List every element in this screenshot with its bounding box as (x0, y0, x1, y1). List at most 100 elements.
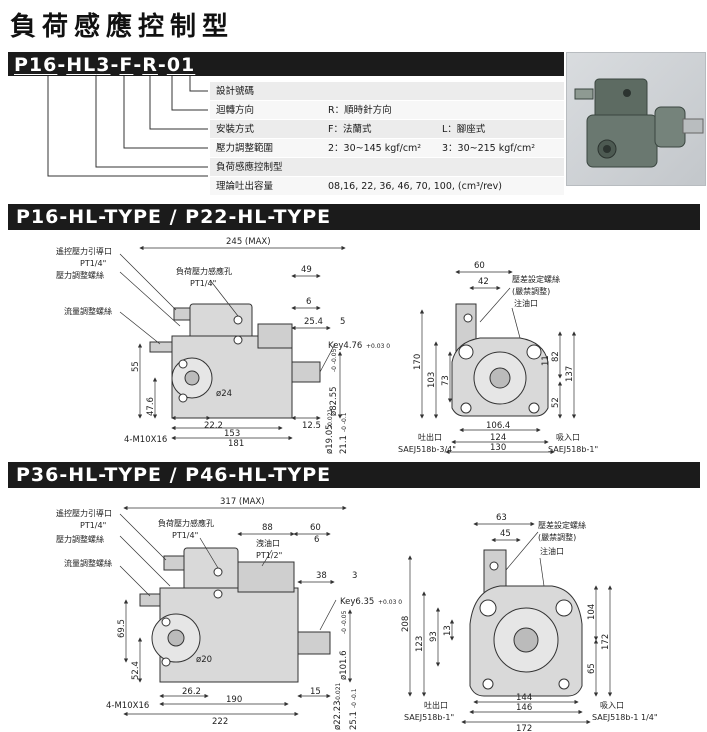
dim-63: 63 (496, 513, 507, 523)
label-bolts-2: 4-M10X16 (106, 701, 149, 711)
label-outlet-2: 吐出口 (424, 700, 448, 710)
label-load-port-size-2: PT1/4" (172, 531, 198, 540)
front-view-2 (469, 549, 583, 697)
pump-photo (566, 52, 706, 186)
dim-6: 6 (306, 297, 311, 307)
dim-21-1-tol: -0 -0.1 (341, 412, 348, 432)
spec-label: 迴轉方向 (216, 105, 255, 116)
spec-label: 理論吐出容量 (216, 181, 274, 192)
spec-row: 設計號碼 (210, 82, 564, 101)
dim-222: 222 (212, 717, 228, 727)
side-view-2 (139, 547, 331, 683)
spec-value (442, 82, 564, 100)
spec-row: 壓力調整範圍 2：30~145 kgf/cm² 3：30~215 kgf/cm² (210, 139, 564, 158)
spec-value: R：順時針方向 (328, 105, 392, 116)
label-inlet-spec-2: SAEJ518b-1 1/4" (592, 713, 658, 722)
spec-value (328, 158, 442, 176)
dim-shaft-tol: -0.021 (327, 408, 334, 428)
dim-6-2: 6 (314, 535, 319, 545)
dim-65: 65 (587, 663, 597, 674)
label-remote-port-2: PT1/4" (80, 521, 106, 530)
dim-shaft-dia-tol: -0 -0.05 (331, 348, 338, 372)
label-oil: 注油口 (514, 298, 538, 308)
model-code-part: HL (66, 54, 97, 76)
label-pressure-set: 壓差設定螺絲 (512, 274, 560, 284)
spec-row: 安裝方式 F：法蘭式 L：腳座式 (210, 120, 564, 139)
label-flow-screw-2: 流量調整螺絲 (64, 558, 112, 568)
spec-value: L：腳座式 (442, 124, 486, 135)
model-code-sep: - (133, 54, 143, 76)
dim-12-5: 12.5 (302, 421, 321, 431)
dim-42: 42 (478, 277, 489, 287)
model-code-sep: - (157, 54, 167, 76)
dim-190: 190 (226, 695, 242, 705)
spec-value: 2：30~145 kgf/cm² (328, 143, 422, 154)
label-remote-2: 遙控壓力引導口 (56, 508, 112, 518)
dim-52: 52 (551, 397, 561, 408)
drawing-p36-p46: 317 (MAX) 遙控壓力引導口 PT1/4" 壓力調整螺絲 流量調整螺絲 負… (56, 497, 658, 732)
dim-208: 208 (401, 616, 411, 632)
spec-table: 設計號碼 迴轉方向 R：順時針方向 安裝方式 F：法蘭式 L：腳座式 壓力調整範… (210, 82, 564, 196)
dim-181: 181 (228, 439, 244, 449)
side-view-1 (149, 303, 321, 419)
dim-153: 153 (224, 429, 240, 439)
spec-label: 負荷感應控制型 (216, 162, 283, 173)
dim-55: 55 (131, 361, 141, 372)
spec-row: 迴轉方向 R：順時針方向 (210, 101, 564, 120)
dim-146: 146 (516, 703, 532, 713)
label-pressure-set-2: 壓差設定螺絲 (538, 520, 586, 530)
dim-shaft-2: ø22.23 (333, 700, 343, 730)
key-spec: Key4.76 (328, 341, 362, 351)
dim-25-1: 25.1 (349, 711, 359, 730)
label-inlet-spec: SAEJ518b-1" (548, 445, 598, 454)
label-load-port-2: 負荷壓力感應孔 (158, 518, 214, 528)
label-load-port-size: PT1/4" (190, 279, 216, 288)
dim-82: 82 (551, 351, 561, 362)
dim-73: 73 (441, 375, 451, 386)
label-inlet: 吸入口 (556, 433, 580, 442)
model-code-part: 3 (96, 54, 111, 76)
label-prohibit-2: (嚴禁調整) (538, 532, 576, 542)
dim-60: 60 (474, 261, 485, 271)
dim-172: 172 (516, 724, 532, 732)
section-bar-1 (8, 204, 700, 230)
label-outlet-spec-2: SAEJ518b-1" (404, 713, 454, 722)
dim-22-2: 22.2 (204, 421, 223, 431)
spec-row: 負荷感應控制型 (210, 158, 564, 177)
dim-13: 13 (443, 625, 453, 636)
dim-38: 38 (316, 571, 327, 581)
section-title-2: P36-HL-TYPE / P46-HL-TYPE (16, 464, 332, 486)
dim-21-1: 21.1 (339, 435, 349, 454)
key-spec-2: Key6.35 (340, 597, 374, 607)
dim-170: 170 (413, 354, 423, 370)
dim-shaft: ø19.05 (325, 424, 335, 454)
dim-144: 144 (516, 693, 532, 703)
spec-value (328, 82, 442, 100)
dim-shaft-tol-2: -0.021 (335, 682, 342, 702)
label-prohibit: (嚴禁調整) (512, 286, 550, 296)
dim-137: 137 (565, 366, 575, 382)
dim-45: 45 (500, 529, 511, 539)
dim-49: 49 (301, 265, 312, 275)
section-bar-2 (8, 462, 700, 488)
spec-value (442, 158, 564, 176)
dim-124: 124 (490, 433, 506, 443)
front-view-1 (451, 303, 549, 417)
spec-row: 理論吐出容量 08,16, 22, 36, 46, 70, 100, (cm³/… (210, 177, 564, 196)
model-code-leader-lines (47, 76, 208, 177)
dim-shaft-dia-2: ø101.6 (339, 650, 349, 680)
dim-47-6: 47.6 (146, 397, 156, 416)
spec-label: 安裝方式 (216, 124, 255, 135)
dim-130: 130 (490, 443, 506, 453)
dim-25-4: 25.4 (304, 317, 323, 327)
spec-value: 3：30~215 kgf/cm² (442, 143, 536, 154)
model-code-part: 01 (166, 54, 196, 76)
label-outlet: 吐出口 (418, 432, 442, 442)
model-code-sep: - (57, 54, 67, 76)
key-tol: +0.03 0 (366, 343, 390, 350)
dim-shaft-dia-tol-2: -0 -0.05 (341, 610, 348, 634)
label-remote-port: PT1/4" (80, 259, 106, 268)
dim-93: 93 (429, 631, 439, 642)
label-remote: 遙控壓力引導口 (56, 246, 112, 256)
label-flow-screw: 流量調整螺絲 (64, 306, 112, 316)
